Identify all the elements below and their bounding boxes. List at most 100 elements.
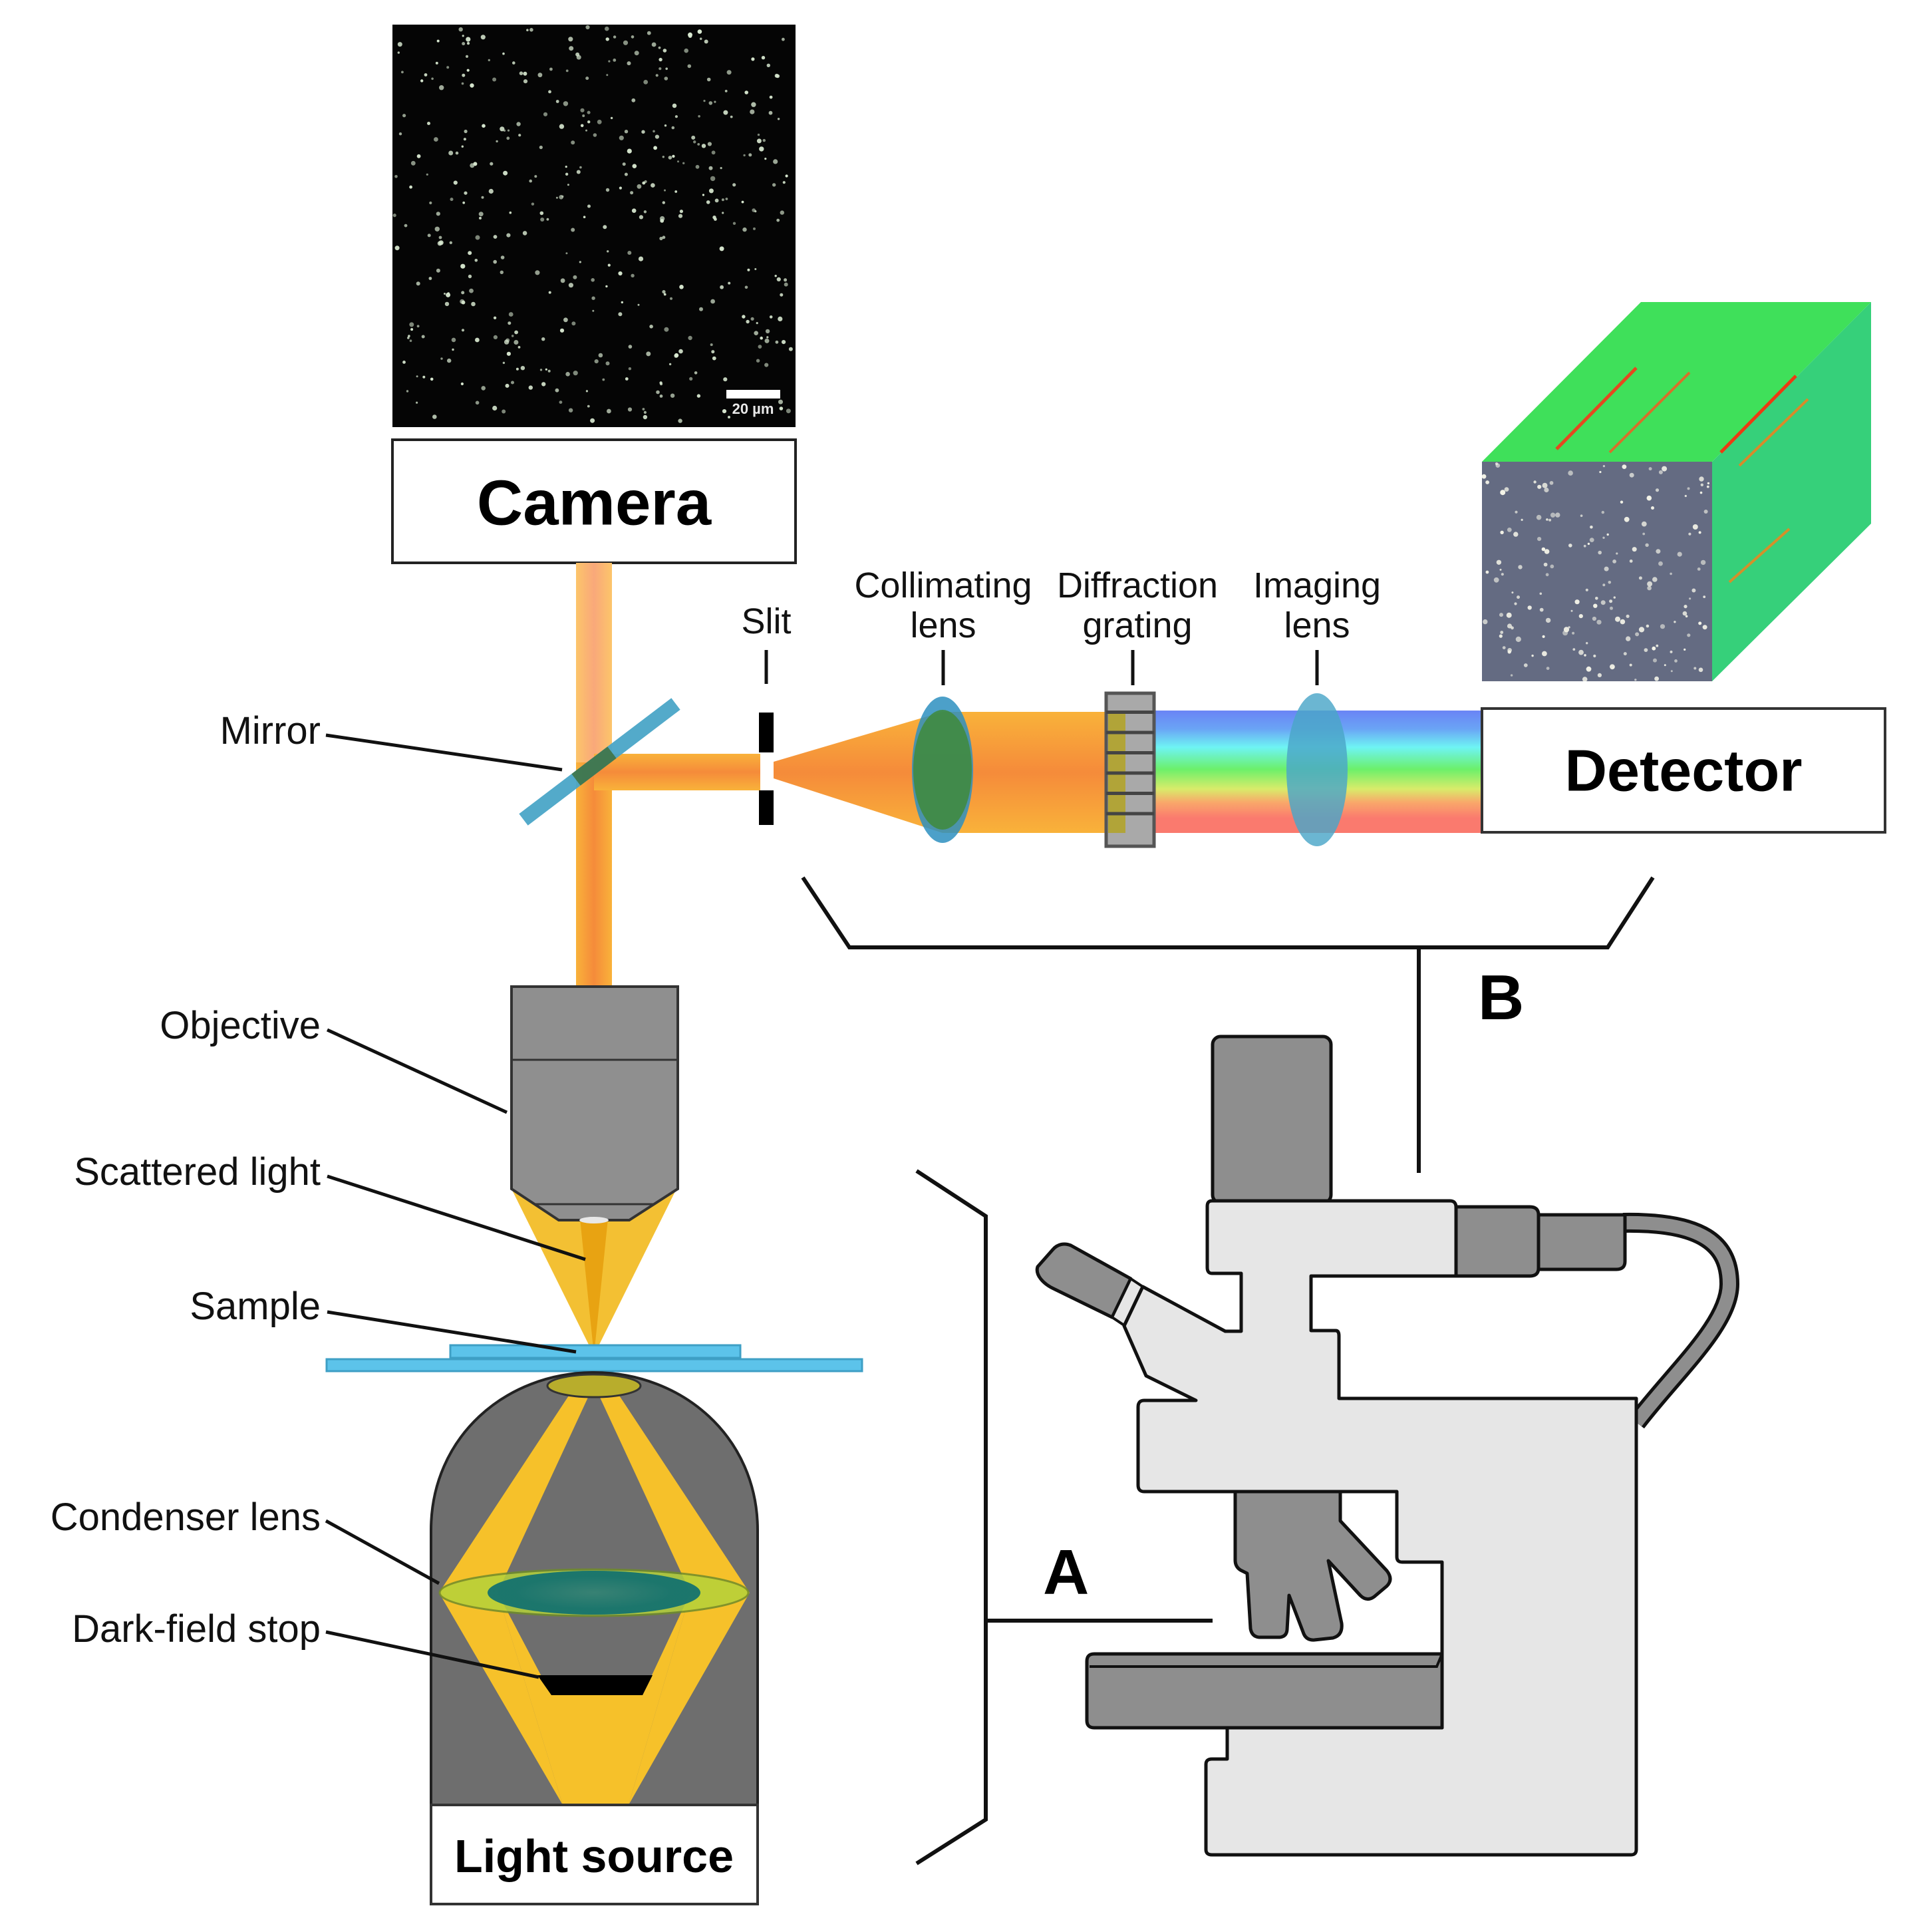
particle-dot xyxy=(627,61,631,66)
particle-dot xyxy=(500,255,505,259)
particle-dot xyxy=(1485,570,1489,574)
particle-dot xyxy=(461,329,465,332)
particle-dot xyxy=(1602,465,1605,468)
particle-dot xyxy=(769,315,773,319)
particle-dot xyxy=(1670,572,1672,575)
particle-dot xyxy=(1585,588,1588,591)
particle-dot xyxy=(699,307,703,311)
particle-dot xyxy=(1546,518,1548,521)
particle-dot xyxy=(462,201,466,204)
particle-dot xyxy=(1647,581,1653,587)
particle-dot xyxy=(744,285,748,289)
particle-dot xyxy=(464,129,468,134)
particle-dot xyxy=(662,156,664,158)
sample-coverslip xyxy=(449,1344,742,1359)
particle-dot xyxy=(732,222,736,225)
particle-dot xyxy=(475,337,480,343)
particle-dot xyxy=(1539,607,1544,612)
particle-dot xyxy=(1539,592,1542,595)
particle-dot xyxy=(659,395,663,398)
particle-dot xyxy=(1500,530,1504,534)
particle-dot xyxy=(440,242,443,244)
particle-dot xyxy=(1635,632,1640,637)
particle-dot xyxy=(785,174,788,178)
detector-adapter xyxy=(1454,1205,1541,1278)
particle-dot xyxy=(1550,512,1556,518)
particle-dot xyxy=(751,102,756,107)
particle-dot xyxy=(1674,659,1678,663)
dark-center-region xyxy=(498,1593,690,1695)
particle-dot xyxy=(765,329,770,334)
particle-dot xyxy=(511,335,514,337)
particle-dot xyxy=(764,338,770,343)
particle-dot xyxy=(1545,617,1551,623)
particle-dot xyxy=(721,198,724,202)
particle-dot xyxy=(688,34,692,38)
particle-dot xyxy=(429,201,432,205)
particle-dot xyxy=(644,180,647,184)
particle-dot xyxy=(506,338,510,343)
particle-dot xyxy=(1572,631,1575,635)
particle-dot xyxy=(670,393,675,398)
particle-dot xyxy=(474,259,478,262)
particle-dot xyxy=(480,35,486,40)
particle-dot xyxy=(1703,510,1708,514)
particle-dot xyxy=(567,184,569,186)
particle-dot xyxy=(453,180,458,185)
particle-dot xyxy=(579,166,582,169)
objective-body xyxy=(510,985,679,1221)
particle-dot xyxy=(1662,466,1668,472)
particle-dot xyxy=(500,126,505,132)
particle-dot xyxy=(714,218,717,221)
particle-dot xyxy=(627,251,632,255)
particle-dot xyxy=(1511,591,1514,594)
particle-dot xyxy=(1613,596,1616,599)
particle-dot xyxy=(786,408,791,414)
particle-dot xyxy=(659,67,662,71)
particle-dot xyxy=(565,69,569,73)
particle-dot xyxy=(416,375,418,378)
particle-dot xyxy=(639,215,644,220)
particle-dot xyxy=(1655,488,1660,492)
particle-dot xyxy=(549,67,553,71)
particle-dot xyxy=(689,377,693,381)
light-source-title: Light source xyxy=(454,1830,734,1882)
particle-dot xyxy=(662,236,666,240)
particle-dot xyxy=(505,383,510,388)
particle-dot xyxy=(434,226,440,232)
mirror-leader xyxy=(325,733,563,772)
particle-dot xyxy=(779,406,784,410)
particle-dot xyxy=(1542,482,1548,488)
scattered-light-leader xyxy=(327,1174,586,1261)
particle-dot xyxy=(1648,467,1652,471)
particle-dot xyxy=(665,67,668,71)
particle-dot xyxy=(458,27,463,32)
particle-dot xyxy=(508,321,512,325)
particle-dot xyxy=(782,339,786,345)
particle-dot xyxy=(409,339,412,342)
particle-dot xyxy=(1599,470,1602,474)
particle-dot xyxy=(643,414,648,420)
particle-dot xyxy=(659,236,663,241)
particle-dot xyxy=(782,181,786,184)
particle-dot xyxy=(468,251,472,255)
particle-dot xyxy=(1609,599,1613,603)
particle-dot xyxy=(1544,487,1549,493)
particle-dot xyxy=(732,183,736,187)
particle-dot xyxy=(1493,577,1499,583)
scale-bar-label: 20 µm xyxy=(732,401,774,417)
particle-dot xyxy=(1700,560,1706,565)
particle-dot xyxy=(427,234,431,238)
particle-dot xyxy=(1541,547,1546,552)
particle-dot xyxy=(571,140,575,145)
camera-image-background xyxy=(392,25,796,427)
particle-dot xyxy=(764,363,769,367)
particle-dot xyxy=(754,331,758,336)
particle-dot xyxy=(1685,615,1688,618)
particle-dot xyxy=(580,108,585,112)
particle-dot xyxy=(1634,679,1637,681)
particle-dot xyxy=(488,59,490,62)
particle-dot xyxy=(664,77,668,80)
particle-dot xyxy=(416,281,420,286)
particle-dot xyxy=(397,51,400,54)
